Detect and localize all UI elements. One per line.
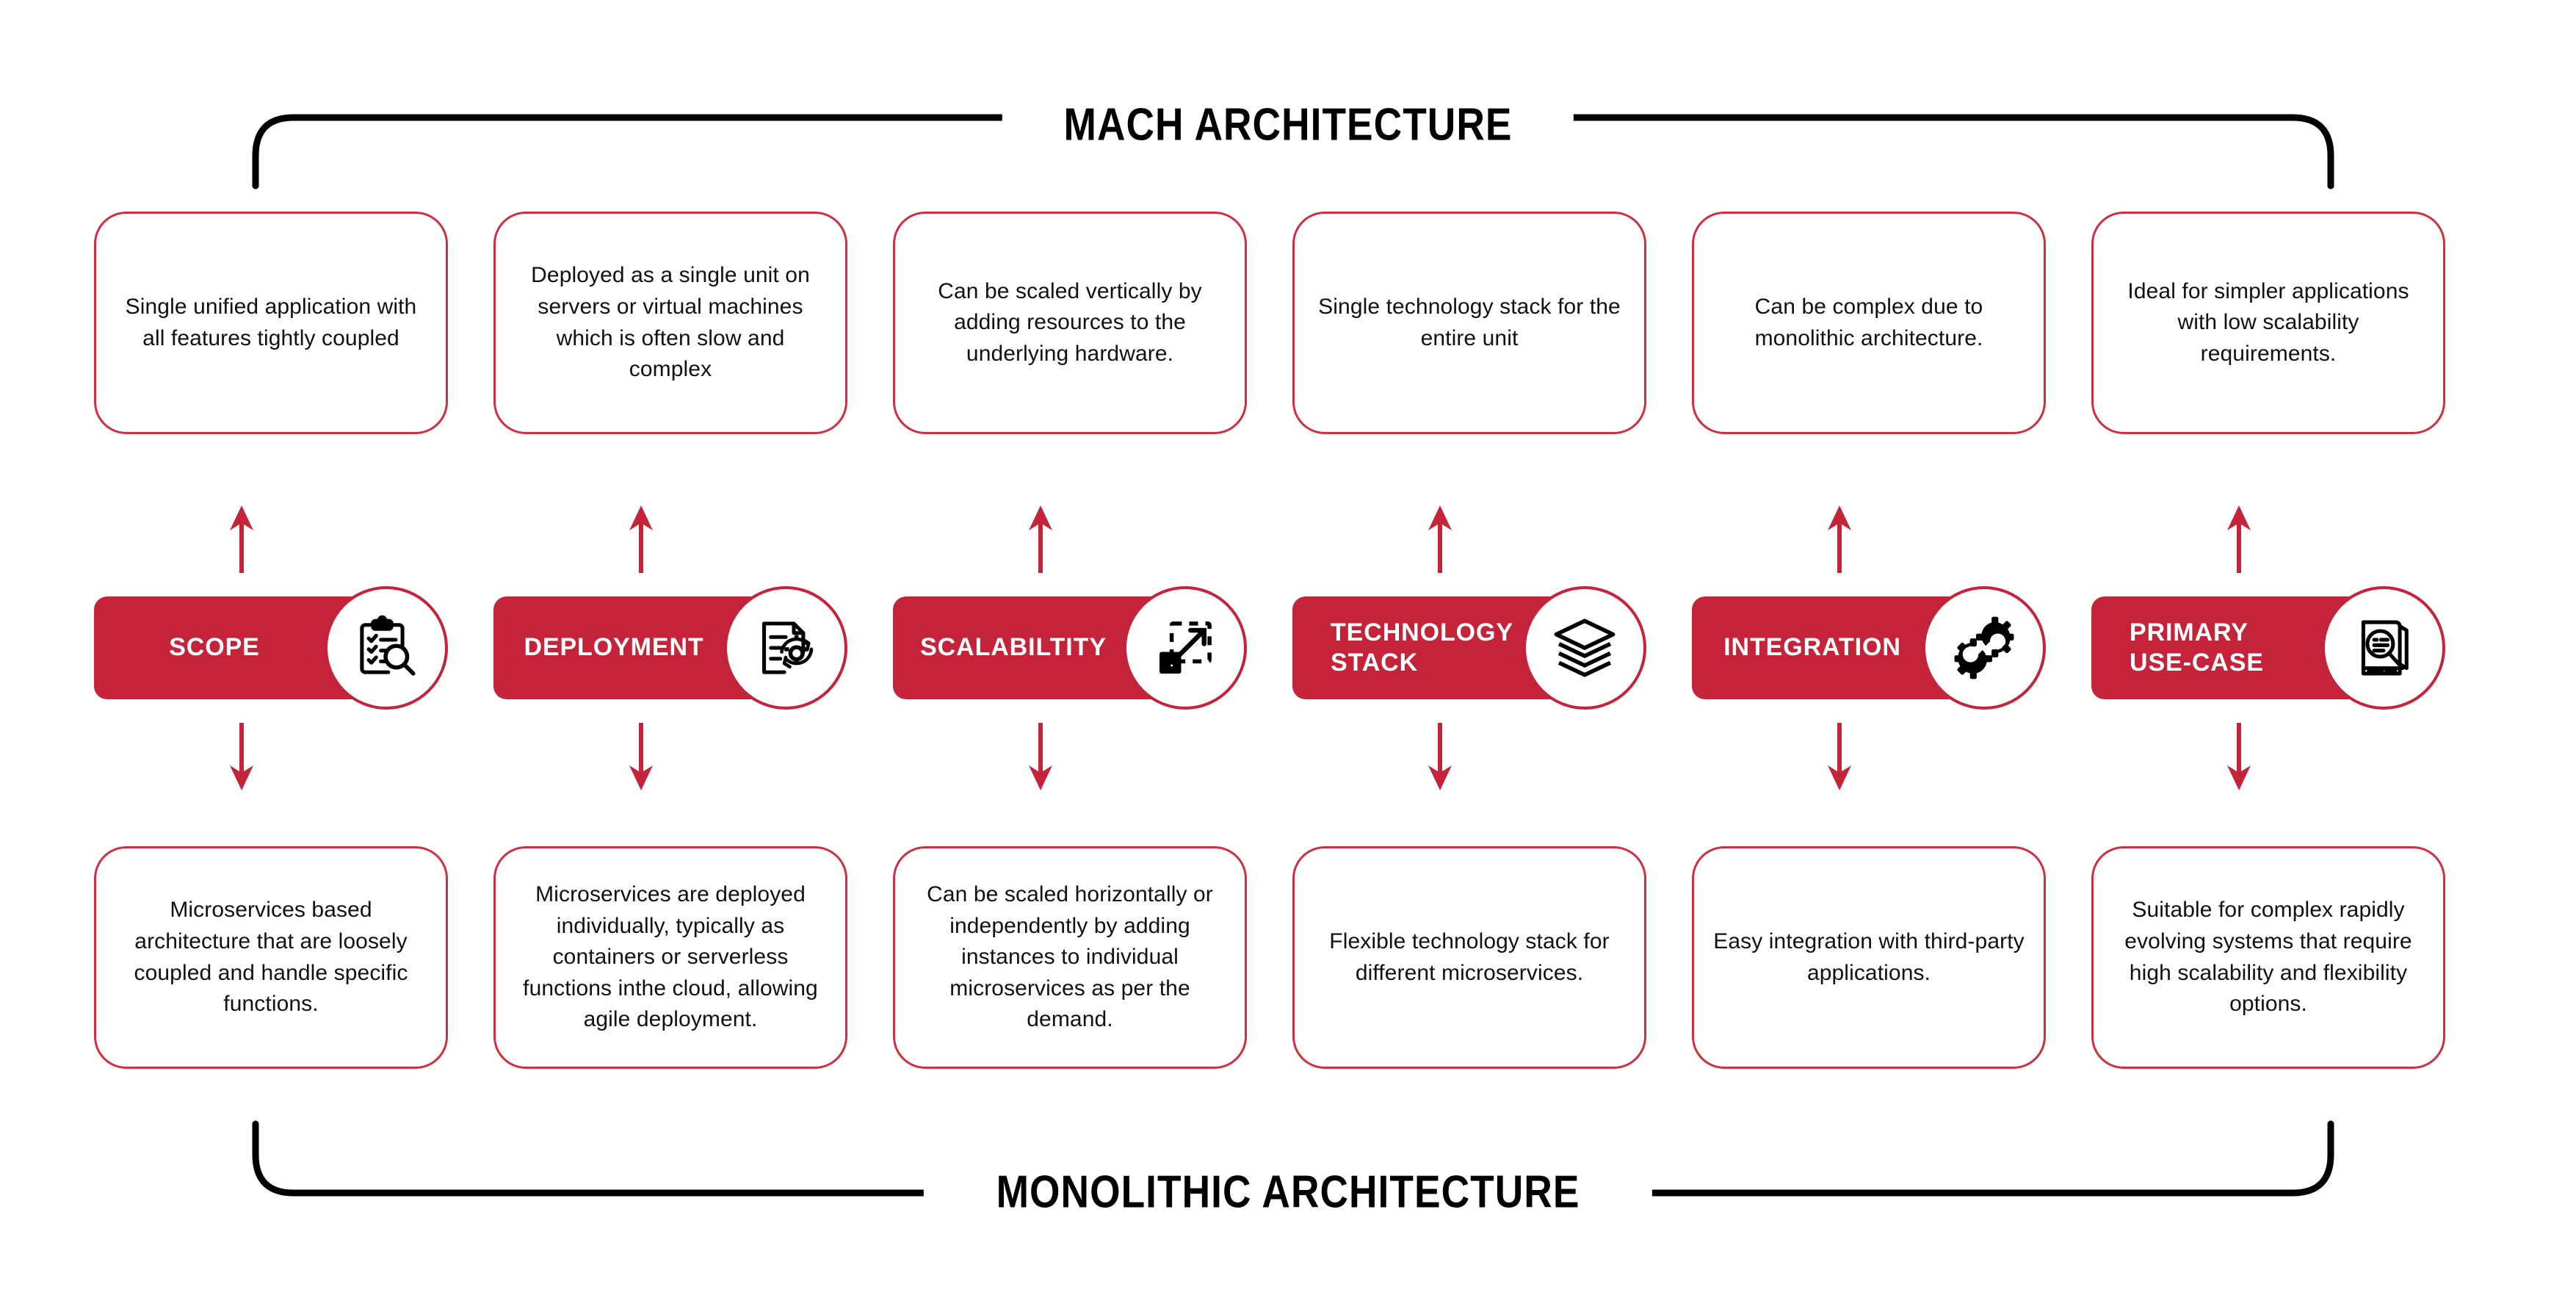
monolithic-feature-card: Suitable for complex rapidly evolving sy… xyxy=(2091,846,2445,1069)
category-label: DEPLOYMENT xyxy=(524,633,704,662)
category-label: TECHNOLOGY STACK xyxy=(1331,618,1513,677)
mach-feature-card: Single unified application with all feat… xyxy=(94,212,448,434)
comparison-column: Ideal for simpler applications with low … xyxy=(2091,0,2445,1309)
category-label: INTEGRATION xyxy=(1723,633,1901,662)
comparison-column: Can be scaled vertically by adding resou… xyxy=(893,0,1247,1309)
expand-arrow-icon xyxy=(1124,586,1247,710)
mach-feature-text: Can be complex due to monolithic archite… xyxy=(1754,294,1983,350)
monolithic-feature-text: Microservices based architecture that ar… xyxy=(134,898,408,1017)
clipboard-search-icon xyxy=(325,586,448,710)
arrow-up-icon xyxy=(1825,505,1854,573)
page-title-monolithic: MONOLITHIC ARCHITECTURE xyxy=(923,1166,1653,1219)
layers-stack-icon xyxy=(1523,586,1646,710)
arrow-down-icon xyxy=(1026,723,1055,790)
monolithic-feature-text: Easy integration with third-party applic… xyxy=(1713,928,2025,985)
arrow-up-icon xyxy=(1026,505,1055,573)
page-title-mach: MACH ARCHITECTURE xyxy=(1002,98,1574,151)
arrow-down-icon xyxy=(2224,723,2254,790)
monolithic-feature-text: Microservices are deployed individually,… xyxy=(523,882,818,1032)
mach-feature-text: Single technology stack for the entire u… xyxy=(1318,294,1621,350)
arrow-down-icon xyxy=(626,723,656,790)
category-label: PRIMARY USE-CASE xyxy=(2130,618,2264,677)
document-gear-cycle-icon xyxy=(724,586,847,710)
monolithic-feature-card: Can be scaled horizontally or independen… xyxy=(893,846,1247,1069)
monolithic-feature-text: Suitable for complex rapidly evolving sy… xyxy=(2124,898,2412,1017)
mach-feature-text: Single unified application with all feat… xyxy=(125,294,417,350)
mach-feature-text: Can be scaled vertically by adding resou… xyxy=(938,278,1202,366)
arrow-up-icon xyxy=(2224,505,2254,573)
mach-feature-text: Ideal for simpler applications with low … xyxy=(2127,278,2409,366)
mach-feature-card: Can be scaled vertically by adding resou… xyxy=(893,212,1247,434)
monolithic-feature-card: Microservices are deployed individually,… xyxy=(493,846,847,1069)
monolithic-feature-card: Easy integration with third-party applic… xyxy=(1692,846,2046,1069)
category-badge[interactable]: DEPLOYMENT xyxy=(493,586,847,710)
category-badge[interactable]: PRIMARY USE-CASE xyxy=(2091,586,2445,710)
comparison-column: Single unified application with all feat… xyxy=(94,0,448,1309)
monolithic-feature-text: Can be scaled horizontally or independen… xyxy=(927,882,1213,1032)
category-label: SCOPE xyxy=(169,633,260,662)
comparison-column: Can be complex due to monolithic archite… xyxy=(1692,0,2046,1309)
category-badge[interactable]: TECHNOLOGY STACK xyxy=(1292,586,1646,710)
arrow-down-icon xyxy=(227,723,256,790)
comparison-column: Single technology stack for the entire u… xyxy=(1292,0,1646,1309)
mach-feature-card: Ideal for simpler applications with low … xyxy=(2091,212,2445,434)
arrow-down-icon xyxy=(1425,723,1455,790)
mach-feature-card: Can be complex due to monolithic archite… xyxy=(1692,212,2046,434)
arrow-up-icon xyxy=(1425,505,1455,573)
category-badge[interactable]: SCALABILTITY xyxy=(893,586,1247,710)
monolithic-feature-text: Flexible technology stack for different … xyxy=(1329,928,1610,985)
mach-feature-card: Deployed as a single unit on servers or … xyxy=(493,212,847,434)
category-label: SCALABILTITY xyxy=(920,633,1107,662)
linked-gears-icon xyxy=(1922,586,2046,710)
arrow-up-icon xyxy=(626,505,656,573)
arrow-up-icon xyxy=(227,505,256,573)
category-badge[interactable]: SCOPE xyxy=(94,586,448,710)
category-badge[interactable]: INTEGRATION xyxy=(1692,586,2046,710)
mach-feature-card: Single technology stack for the entire u… xyxy=(1292,212,1646,434)
book-search-icon xyxy=(2322,586,2445,710)
comparison-column: Deployed as a single unit on servers or … xyxy=(493,0,847,1309)
arrow-down-icon xyxy=(1825,723,1854,790)
mach-feature-text: Deployed as a single unit on servers or … xyxy=(531,263,810,382)
monolithic-feature-card: Flexible technology stack for different … xyxy=(1292,846,1646,1069)
monolithic-feature-card: Microservices based architecture that ar… xyxy=(94,846,448,1069)
